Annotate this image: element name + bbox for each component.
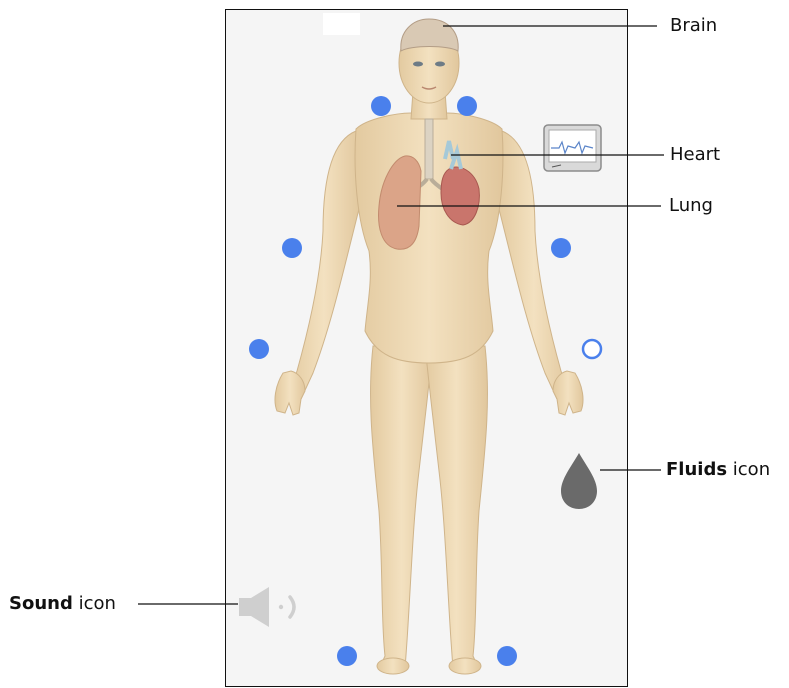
marker-foot-right[interactable]: [497, 646, 517, 666]
sound-label-bold: Sound: [9, 593, 73, 614]
sound-label-suffix: icon: [79, 593, 116, 614]
trachea: [425, 119, 433, 179]
marker-hand-left[interactable]: [249, 339, 269, 359]
fluids-label-suffix: icon: [727, 459, 770, 480]
marker-hand-right[interactable]: [583, 340, 601, 358]
speaker-icon[interactable]: [239, 587, 294, 627]
sound-label: Sound icon: [9, 593, 116, 615]
heart-label-text: Heart: [670, 144, 720, 165]
monitor-icon[interactable]: [544, 125, 601, 171]
fluids-label-bold: Fluids: [666, 459, 727, 480]
lung-label-text: Lung: [669, 195, 713, 216]
marker-foot-left[interactable]: [337, 646, 357, 666]
blank-tab: [323, 13, 360, 35]
brain-label-text: Brain: [670, 15, 717, 36]
body-model: [226, 10, 628, 687]
patient-body-panel: [225, 9, 628, 687]
lung-label: Lung: [669, 195, 713, 217]
marker-upper-arm-left[interactable]: [282, 238, 302, 258]
brain-label: Brain: [670, 15, 717, 37]
heart-label: Heart: [670, 144, 720, 166]
marker-upper-arm-right[interactable]: [551, 238, 571, 258]
fluids-label: Fluids icon: [666, 459, 770, 481]
marker-head-left[interactable]: [371, 96, 391, 116]
brain-organ[interactable]: [401, 19, 458, 51]
fluid-drop-icon[interactable]: [561, 453, 597, 509]
marker-head-right[interactable]: [457, 96, 477, 116]
